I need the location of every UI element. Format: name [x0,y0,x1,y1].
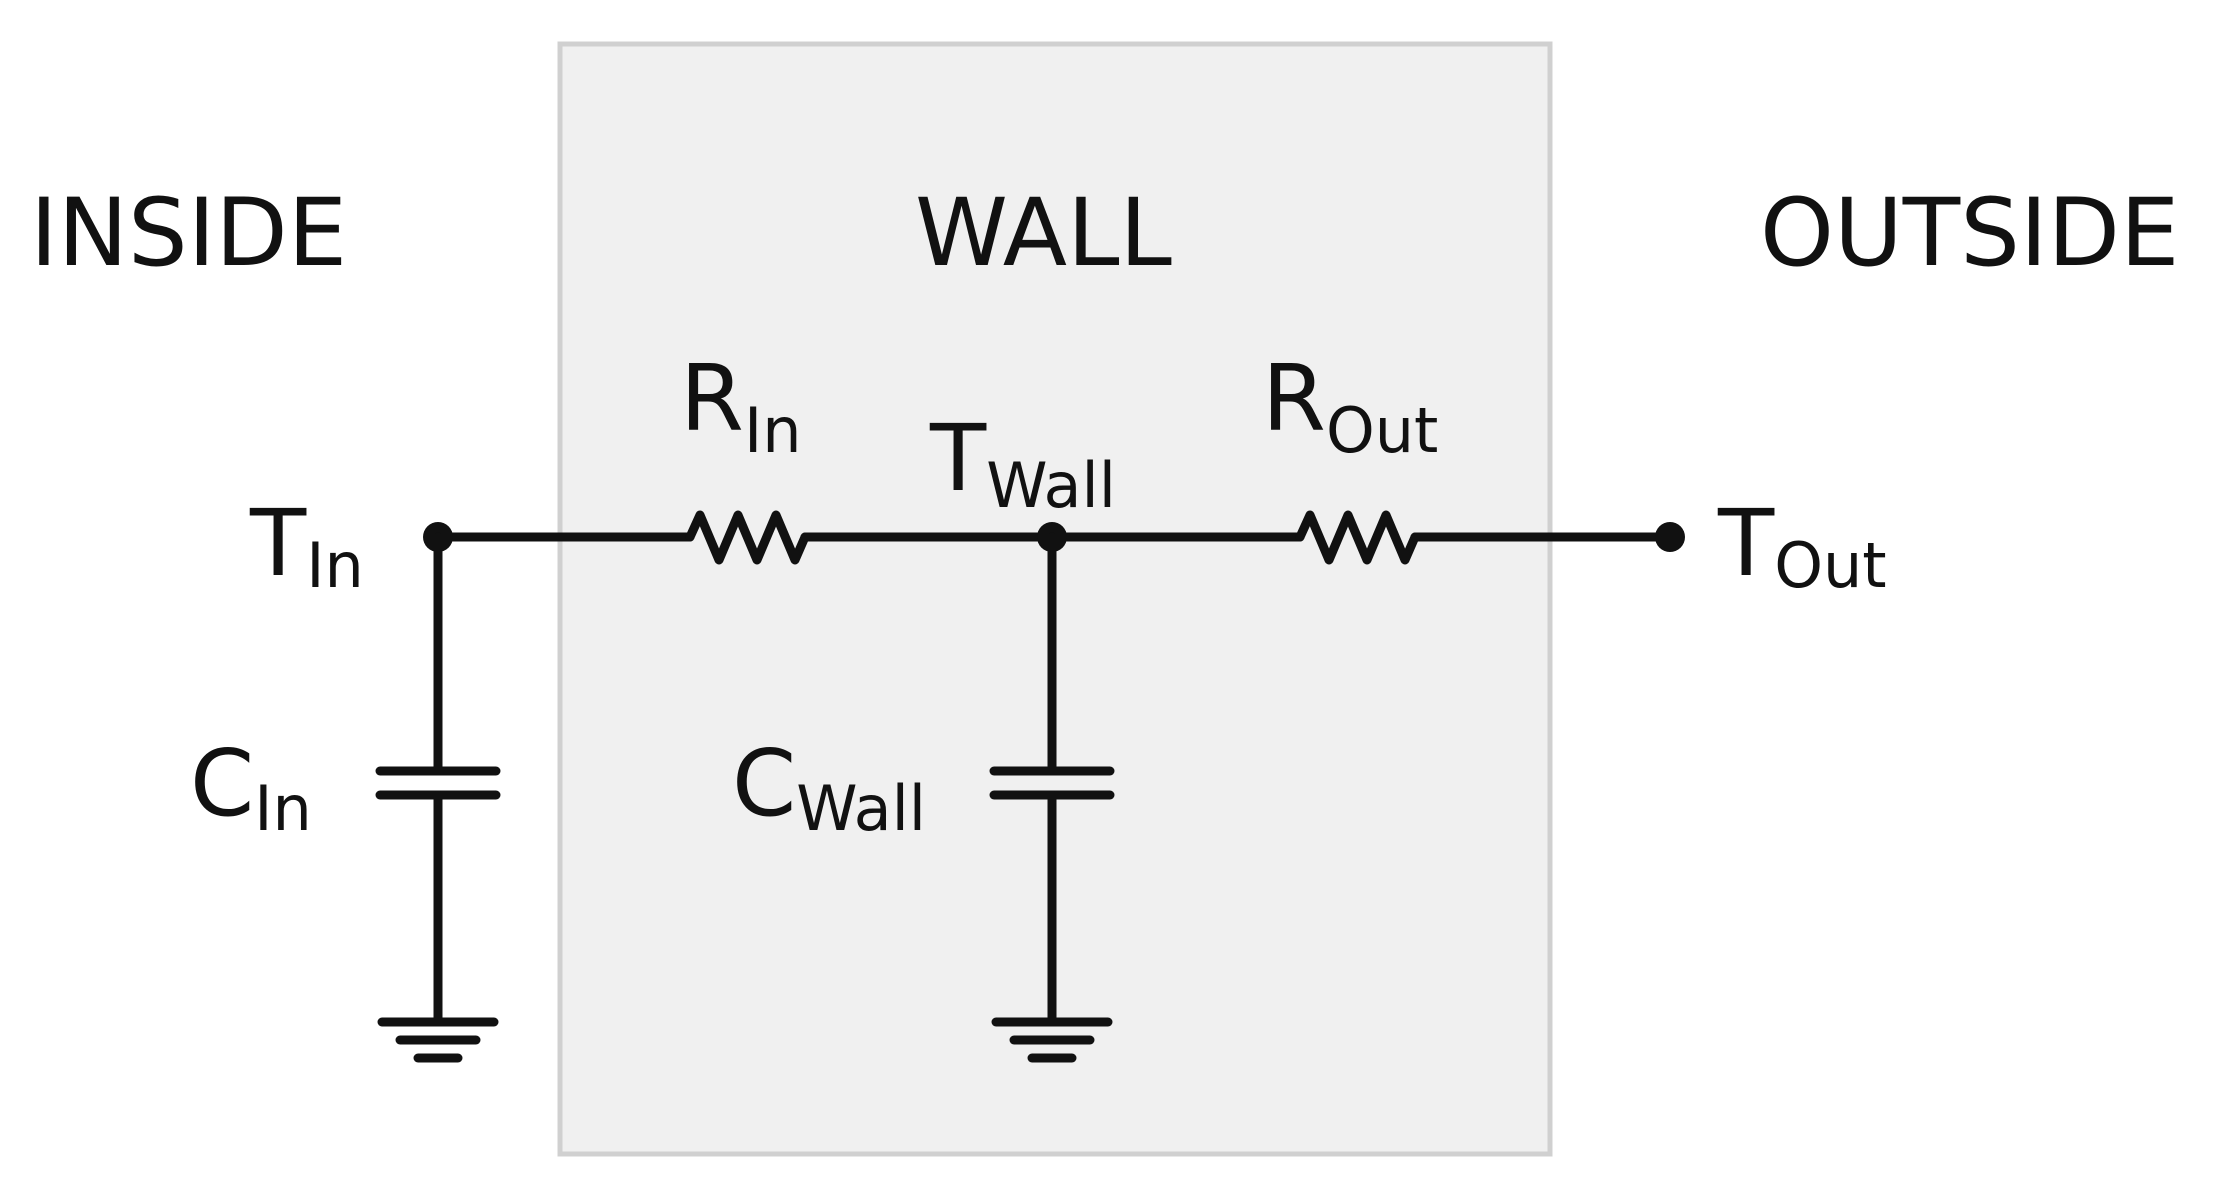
inside-title: INSIDE [30,179,347,288]
node-t-out [1655,522,1685,552]
ground-icon [377,1017,499,1063]
label-c-in: CIn [190,730,312,845]
ground-icon [991,1017,1113,1063]
label-t-in: TIn [249,490,364,602]
resistor-out-symbol [1295,510,1420,565]
wall-title: WALL [915,179,1172,288]
label-r-in: RIn [680,345,802,467]
label-r-out: ROut [1262,345,1438,467]
resistor-in-symbol [685,510,810,565]
label-t-wall: TWall [929,405,1116,522]
outside-title: OUTSIDE [1760,179,2179,288]
label-c-wall: CWall [732,730,926,845]
label-t-out: TOut [1717,490,1887,602]
